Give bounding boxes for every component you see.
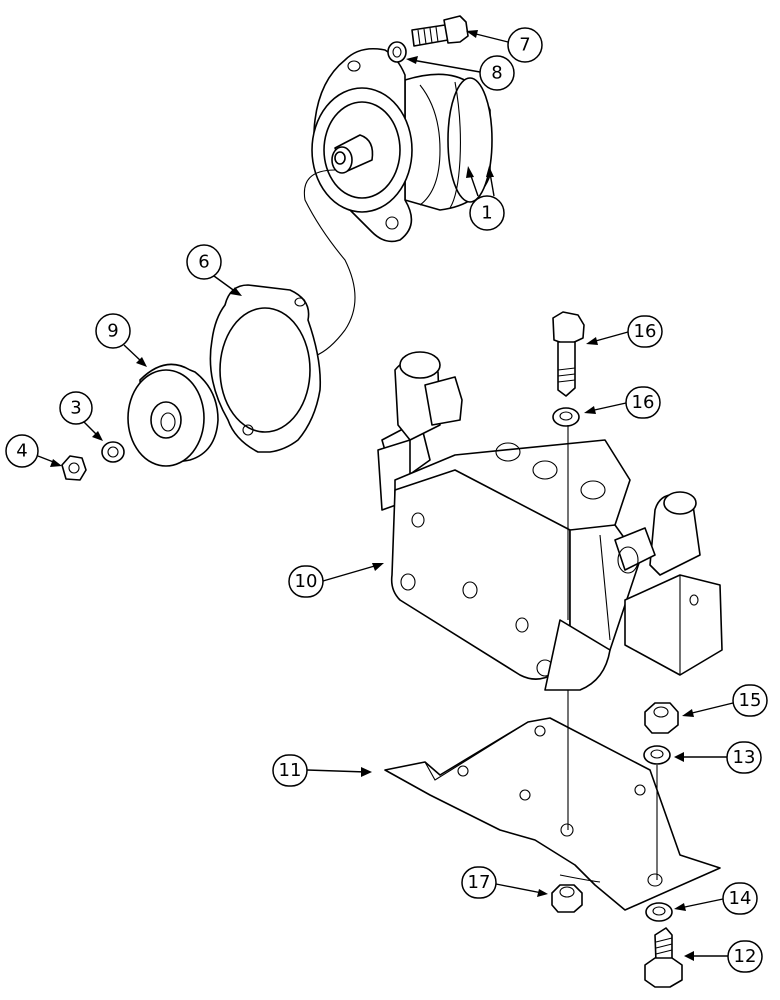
valve-block-icon — [377, 351, 723, 691]
svg-text:3: 3 — [70, 398, 81, 419]
svg-text:10: 10 — [295, 571, 318, 592]
bolt-icon — [644, 927, 683, 988]
washer-icon — [643, 745, 671, 765]
callout-1: 1 — [466, 166, 505, 231]
callout-13-upper: 13 — [674, 741, 762, 774]
svg-text:11: 11 — [279, 760, 302, 781]
washer-icon — [552, 407, 580, 427]
callout-15: 16 — [586, 315, 663, 348]
callout-8: 8 — [406, 55, 515, 91]
nut-icon — [61, 455, 87, 481]
nut-icon — [551, 884, 583, 913]
svg-text:16: 16 — [632, 392, 655, 413]
svg-text:14: 14 — [729, 888, 752, 909]
svg-text:1: 1 — [481, 203, 492, 224]
svg-text:8: 8 — [491, 63, 502, 84]
bolt-icon — [411, 15, 469, 47]
washer-icon — [387, 41, 407, 63]
callout-12: 12 — [684, 940, 763, 973]
svg-text:13: 13 — [733, 747, 756, 768]
callout-7: 7 — [466, 27, 543, 63]
svg-text:9: 9 — [107, 321, 118, 342]
callout-17: 17 — [461, 866, 548, 899]
nut-icon — [644, 702, 679, 734]
bracket-icon — [384, 717, 721, 911]
hydraulic-motor-icon — [303, 47, 493, 357]
gasket-icon — [209, 284, 322, 453]
svg-text:6: 6 — [198, 252, 209, 273]
callout-3: 3 — [59, 391, 103, 441]
svg-text:17: 17 — [468, 872, 491, 893]
svg-text:12: 12 — [734, 946, 757, 967]
svg-text:16: 16 — [634, 321, 657, 342]
pulley-icon — [127, 363, 219, 467]
callout-6: 6 — [186, 244, 242, 296]
svg-text:15: 15 — [739, 690, 762, 711]
bolt-icon — [552, 311, 585, 397]
callout-11: 11 — [272, 754, 372, 787]
svg-text:7: 7 — [519, 35, 530, 56]
callout-9: 9 — [95, 313, 147, 367]
washer-icon — [101, 441, 125, 463]
callout-4: 4 — [5, 434, 62, 468]
svg-text:4: 4 — [16, 441, 27, 462]
alignment-lines — [567, 425, 658, 880]
callout-10: 10 — [288, 563, 384, 598]
callout-16: 16 — [584, 386, 661, 419]
callout-13-lower: 14 — [674, 882, 758, 915]
washer-icon — [645, 902, 673, 922]
callout-14: 15 — [682, 684, 768, 717]
